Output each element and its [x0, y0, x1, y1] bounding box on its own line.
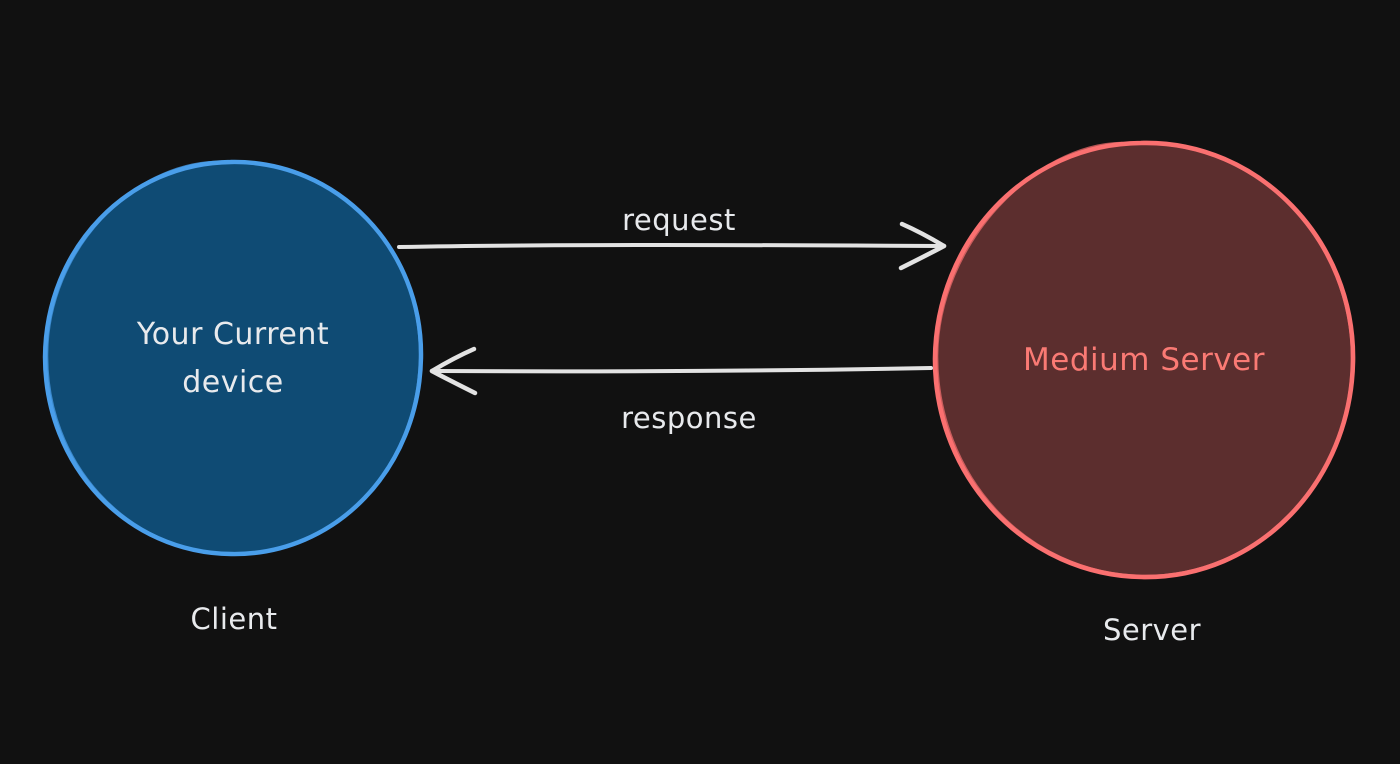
response-arrowhead-lower: [429, 368, 478, 396]
response-arrow-line: [434, 366, 933, 374]
client-label-line-2: device: [182, 365, 284, 400]
response-arrowhead-upper: [429, 346, 477, 374]
client-circle-fill: [44, 161, 422, 555]
request-arrowhead-upper: [899, 221, 947, 249]
server-caption: Server: [1103, 613, 1201, 647]
server-label: Medium Server: [1023, 342, 1265, 378]
client-label-line-1: Your Current: [136, 317, 329, 352]
request-arrowhead-lower: [898, 243, 947, 271]
client-caption: Client: [191, 602, 278, 636]
edge-request[interactable]: request: [397, 203, 947, 271]
edge-response[interactable]: response: [429, 346, 933, 435]
response-label: response: [621, 401, 757, 435]
client-circle-stroke-overlay: [45, 160, 422, 556]
node-server[interactable]: Medium Server: [932, 140, 1356, 580]
node-client[interactable]: Your Current device: [42, 159, 424, 557]
server-circle-fill: [934, 142, 1354, 578]
server-circle-stroke-overlay: [935, 141, 1354, 578]
request-label: request: [622, 203, 736, 237]
request-arrow-line: [397, 243, 943, 249]
